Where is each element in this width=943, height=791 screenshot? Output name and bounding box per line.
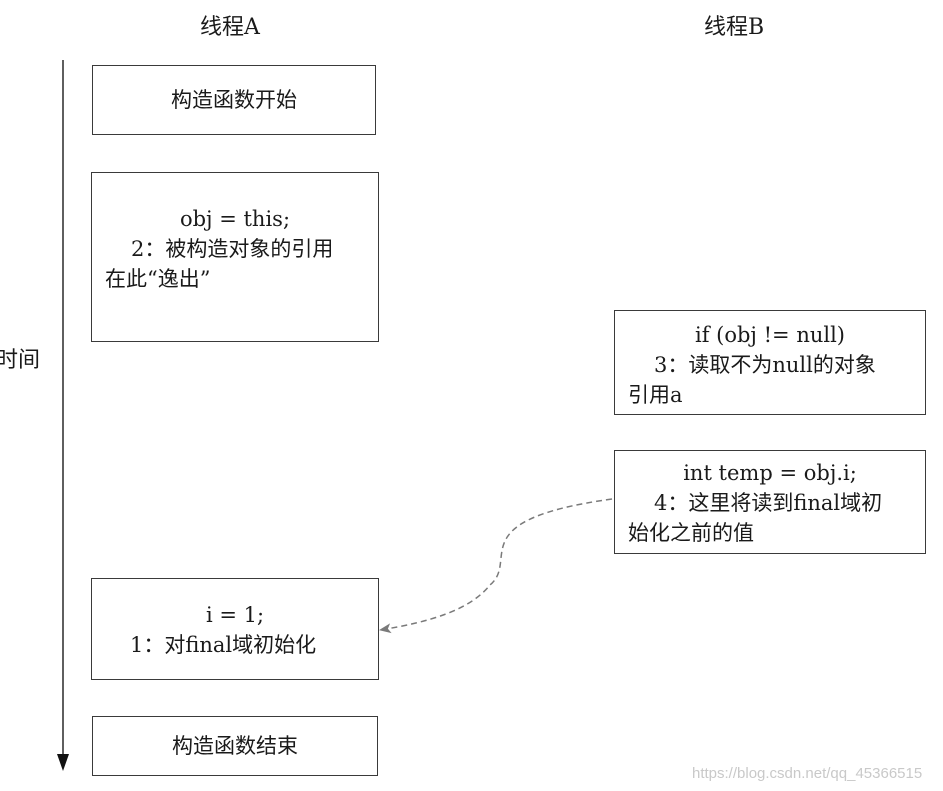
final-field-init-box: i = 1; 1：对final域初始化: [91, 578, 379, 680]
reference-escape-box: obj = this; 2：被构造对象的引用 在此“逸出”: [91, 172, 379, 342]
read-field-box: int temp = obj.i; 4：这里将读到final域初 始化之前的值: [614, 450, 926, 554]
constructor-end-box: 构造函数结束: [92, 716, 378, 776]
read-reference-box: if (obj != null) 3：读取不为null的对象 引用a: [614, 310, 926, 415]
read-field-step: 4：这里将读到final域初: [654, 491, 883, 515]
constructor-start-text: 构造函数开始: [171, 88, 297, 112]
constructor-end-text: 构造函数结束: [172, 734, 298, 758]
read-ref-code: if (obj != null): [694, 323, 845, 347]
init-code: i = 1;: [205, 603, 265, 627]
escape-step-continued: 在此“逸出”: [105, 267, 211, 291]
time-axis-label: 时间: [0, 348, 41, 373]
read-field-step-continued: 始化之前的值: [628, 521, 754, 545]
thread-b-header: 线程B: [704, 15, 765, 40]
thread-a-header: 线程A: [200, 15, 260, 40]
csdn-watermark: https://blog.csdn.net/qq_45366515: [692, 765, 923, 782]
read-ref-step: 3：读取不为null的对象: [654, 353, 876, 377]
constructor-start-box: 构造函数开始: [92, 65, 376, 135]
escape-step: 2：被构造对象的引用: [131, 237, 334, 261]
read-field-code: int temp = obj.i;: [683, 461, 857, 485]
init-step: 1：对final域初始化: [130, 633, 317, 657]
escape-code: obj = this;: [179, 207, 291, 231]
read-before-init-arrow: [379, 498, 613, 634]
read-ref-step-continued: 引用a: [628, 383, 683, 407]
time-axis-arrowhead: [57, 754, 69, 771]
